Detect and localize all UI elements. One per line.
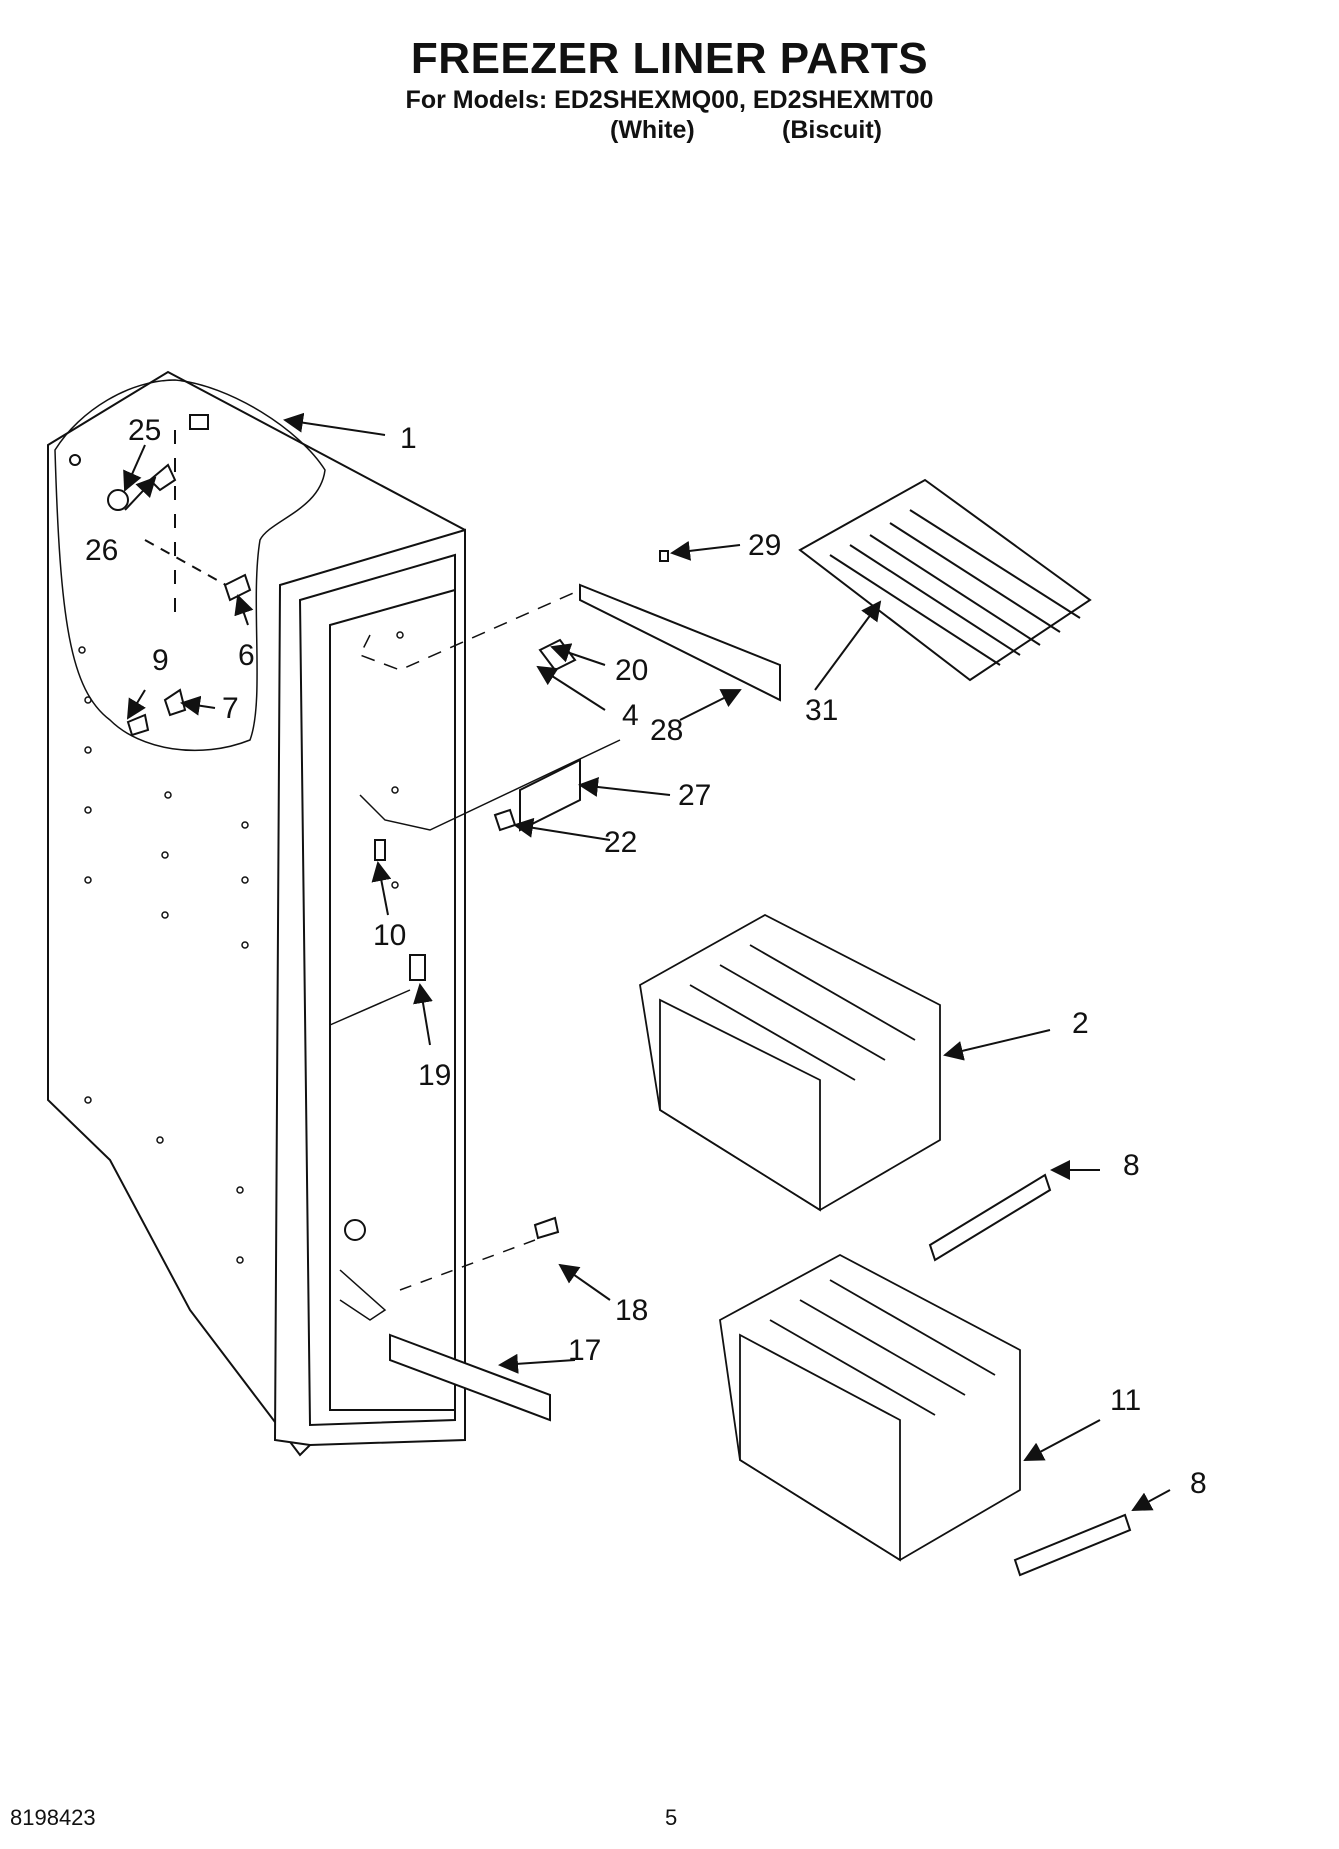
- callout-27: 27: [678, 779, 711, 812]
- wire-basket-upper: [639, 913, 941, 1212]
- variant-biscuit: (Biscuit): [782, 116, 882, 144]
- wire-basket-lower: [719, 1253, 1021, 1562]
- callout-8b: 8: [1190, 1467, 1207, 1500]
- callout-19: 19: [418, 1059, 451, 1092]
- small-parts: [107, 463, 1132, 1577]
- callout-18: 18: [615, 1294, 648, 1327]
- variant-white: (White): [610, 116, 695, 144]
- doc-number: 8198423: [10, 1805, 96, 1830]
- freezer-shelf: [798, 478, 1092, 682]
- freezer-liner-cabinet: [47, 370, 621, 1457]
- callout-8a: 8: [1123, 1149, 1140, 1182]
- callout-17: 17: [568, 1334, 601, 1367]
- callout-11: 11: [1110, 1384, 1141, 1417]
- page-title: FREEZER LINER PARTS: [410, 34, 929, 83]
- callout-31: 31: [805, 694, 838, 727]
- page-number: 5: [665, 1805, 678, 1830]
- callout-4: 4: [622, 699, 639, 732]
- callout-labels: 1 25 26 6 9 7 29 20 4 28 31 27 22 10 19 …: [85, 414, 1207, 1500]
- callout-26: 26: [85, 534, 118, 567]
- callout-28: 28: [650, 714, 683, 747]
- callout-29: 29: [748, 529, 781, 562]
- callout-6: 6: [238, 639, 255, 672]
- callout-7: 7: [222, 692, 239, 725]
- callout-20: 20: [615, 654, 648, 687]
- callout-10: 10: [373, 919, 406, 952]
- callout-22: 22: [604, 826, 637, 859]
- callout-1: 1: [400, 422, 417, 455]
- models-line: For Models: ED2SHEXMQ00, ED2SHEXMT00: [405, 86, 934, 114]
- callout-9: 9: [152, 644, 169, 677]
- leader-lines: [123, 412, 1171, 1511]
- callout-2: 2: [1072, 1007, 1089, 1040]
- callout-25: 25: [128, 414, 161, 447]
